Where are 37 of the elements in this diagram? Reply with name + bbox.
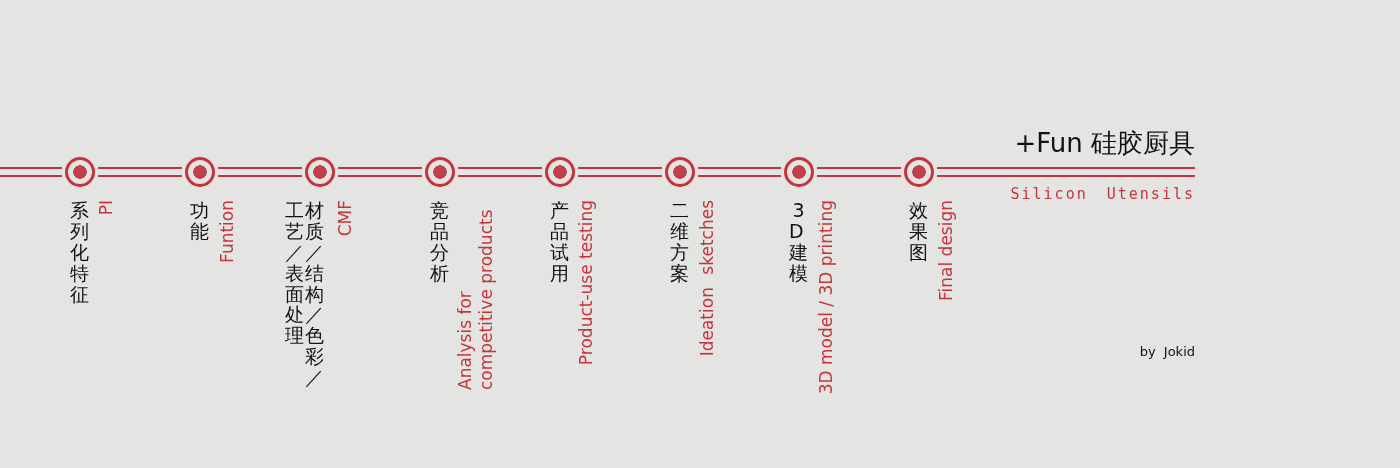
step-label-chinese: 工艺／表面处理: [285, 200, 304, 347]
subtitle: Silicon Utensils: [1010, 185, 1195, 203]
timeline-line: [576, 166, 664, 178]
step-label-english: CMF: [335, 200, 356, 237]
timeline-marker: [904, 157, 934, 187]
title: +Fun 硅胶厨具: [1014, 127, 1195, 160]
step-label-chinese: 系列化特征: [70, 200, 89, 305]
timeline-line: [815, 166, 903, 178]
timeline-marker: [784, 157, 814, 187]
step-label-english: Product-use testing: [576, 200, 597, 366]
timeline-marker: [305, 157, 335, 187]
timeline-line: [336, 166, 424, 178]
timeline-marker: [665, 157, 695, 187]
step-label-english: PI: [96, 200, 117, 216]
step-label-english: Ideation sketches: [697, 200, 718, 357]
step-label-chinese: 效果图: [909, 200, 928, 263]
step-label-english: Analysis for competitive products: [455, 208, 498, 390]
timeline-marker: [545, 157, 575, 187]
step-label-chinese: 二维方案: [670, 200, 689, 284]
timeline-line: [696, 166, 783, 178]
author-credit: by Jokid: [1139, 344, 1195, 359]
timeline-line: [216, 166, 304, 178]
timeline-marker: [425, 157, 455, 187]
step-label-chinese: 竞品分析: [430, 200, 449, 284]
timeline-line: [935, 166, 1197, 178]
timeline-line: [96, 166, 184, 178]
step-label-english: Funtion: [217, 200, 238, 263]
timeline-line: [456, 166, 544, 178]
step-label-chinese: 3D 建模: [789, 200, 808, 284]
step-label-chinese: 功能: [190, 200, 209, 242]
timeline-marker: [65, 157, 95, 187]
timeline-marker: [185, 157, 215, 187]
step-label-english: Final design: [936, 200, 957, 301]
step-label-english: 3D model / 3D printing: [816, 200, 837, 395]
step-label-chinese: 产品试用: [550, 200, 569, 284]
step-label-chinese: 材质／结构／色彩／: [305, 200, 324, 388]
timeline-line: [0, 166, 64, 178]
